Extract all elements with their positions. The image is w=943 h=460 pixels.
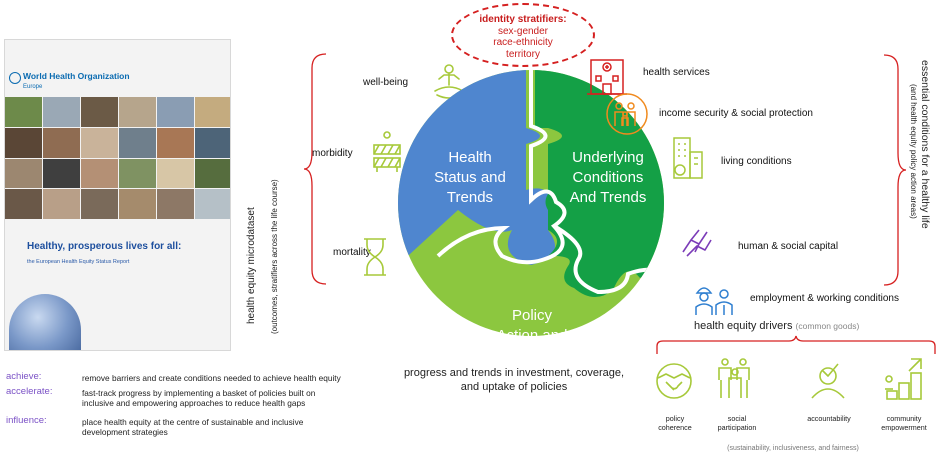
living-conditions-label: living conditions	[721, 156, 792, 167]
right-vertical-title: essential conditions for a healthy life	[919, 60, 931, 229]
puzzle-circle	[398, 70, 664, 336]
legend-achieve: achieve:	[6, 371, 41, 382]
drivers-title: health equity drivers (common goods)	[694, 320, 859, 332]
right-vertical-subtitle: (and health equity policy action areas)	[909, 84, 918, 219]
buildings-icon	[673, 137, 703, 179]
stratifier-item: territory	[506, 48, 540, 60]
drivers-title-text: health equity drivers	[694, 320, 793, 332]
workers-icon	[695, 287, 733, 315]
puzzle-text-line: Trends	[508, 347, 556, 364]
policy-progress-caption: progress and trends in investment, cover…	[403, 367, 625, 393]
driver-accountability: accountability	[796, 414, 862, 423]
legend-accelerate: accelerate:	[6, 386, 52, 397]
people-icon	[718, 358, 750, 398]
health-status-piece	[398, 70, 561, 265]
who-logo-icon	[9, 72, 21, 84]
puzzle-text-line: Health	[448, 149, 492, 166]
puzzle-text-line: Policy	[511, 307, 552, 324]
driver-label: accountability	[807, 414, 851, 423]
puzzle-text-line: Conditions	[572, 169, 644, 186]
left-brace	[303, 53, 327, 285]
org-name: World Health Organization	[23, 71, 130, 81]
family-icon	[606, 93, 648, 135]
health-services-label: health services	[643, 67, 710, 78]
driver-community-empowerment: community empowerment	[868, 414, 940, 432]
income-security-label: income security & social protection	[659, 108, 813, 119]
legend-text: fast-track progress by implementing a ba…	[82, 388, 316, 408]
cover-title: Healthy, prosperous lives for all:	[27, 241, 182, 252]
mortality-label: mortality	[333, 247, 371, 258]
driver-label: policy	[665, 414, 685, 423]
legend-influence: influence:	[6, 415, 47, 426]
driver-label: coherence	[658, 423, 692, 432]
driver-label: social	[727, 414, 747, 423]
employment-label: employment & working conditions	[750, 293, 899, 304]
cover-photo-collage	[5, 97, 230, 219]
meditation-icon	[434, 64, 464, 99]
drivers-brace	[656, 335, 936, 354]
who-logo-text: World Health Organization Europe	[23, 72, 130, 92]
stratifier-item: sex-gender	[497, 25, 549, 37]
cover-globe-image	[9, 294, 81, 350]
org-region: Europe	[23, 84, 43, 90]
puzzle-text-line: And Trends	[569, 189, 647, 206]
puzzle-text-line: Trends	[446, 189, 494, 206]
barrier-icon	[373, 131, 401, 172]
stratifier-item: race-ethnicity	[493, 37, 553, 48]
underlying-conditions-text: Underlying Conditions And Trends	[554, 148, 662, 208]
left-vertical-subtitle: (outcomes, stratifiers across the life c…	[270, 179, 279, 334]
driver-policy-coherence: policy coherence	[650, 414, 700, 432]
legend-keyword: accelerate:	[6, 386, 53, 397]
well-being-label: well-being	[363, 77, 409, 88]
person-check-icon	[811, 363, 845, 399]
driver-social-participation: social participation	[707, 414, 767, 432]
drivers-title-note: (common goods)	[795, 321, 860, 331]
underlying-piece	[535, 70, 664, 297]
driver-label: community	[886, 414, 922, 423]
hospital-icon	[587, 59, 627, 95]
health-status-text: Health Status and Trends	[422, 148, 518, 208]
legend-text: remove barriers and create conditions ne…	[82, 373, 341, 383]
morbidity-label: morbidity	[312, 148, 353, 159]
growth-icon	[885, 358, 922, 400]
policy-action-text: Policy Action and Trends	[480, 306, 584, 366]
stratifiers-title: identity stratifiers:	[479, 14, 567, 25]
puzzle-text-line: Underlying	[572, 149, 644, 166]
right-brace	[883, 54, 907, 286]
legend-keyword: influence:	[6, 415, 47, 426]
report-cover: World Health Organization Europe Healthy…	[4, 39, 231, 351]
human-social-capital-label: human & social capital	[738, 241, 839, 252]
driver-label: participation	[717, 423, 757, 432]
handshake-icon	[656, 363, 692, 399]
puzzle-text-line: Status and	[434, 169, 506, 186]
joined-hands-icon	[682, 229, 712, 257]
driver-label: empowerment	[881, 423, 927, 432]
identity-stratifiers-oval: identity stratifiers: sex-gender race-et…	[451, 3, 595, 67]
drivers-footnote: (sustainability, inclusiveness, and fair…	[727, 445, 859, 452]
legend-keyword: achieve:	[6, 371, 42, 382]
left-vertical-title: health equity microdataset	[246, 207, 257, 324]
puzzle-text-line: Action and	[496, 327, 568, 344]
hourglass-icon	[364, 238, 386, 276]
cover-subtitle: the European Health Equity Status Report	[27, 259, 130, 265]
legend-text: place health equity at the centre of sus…	[82, 417, 304, 437]
